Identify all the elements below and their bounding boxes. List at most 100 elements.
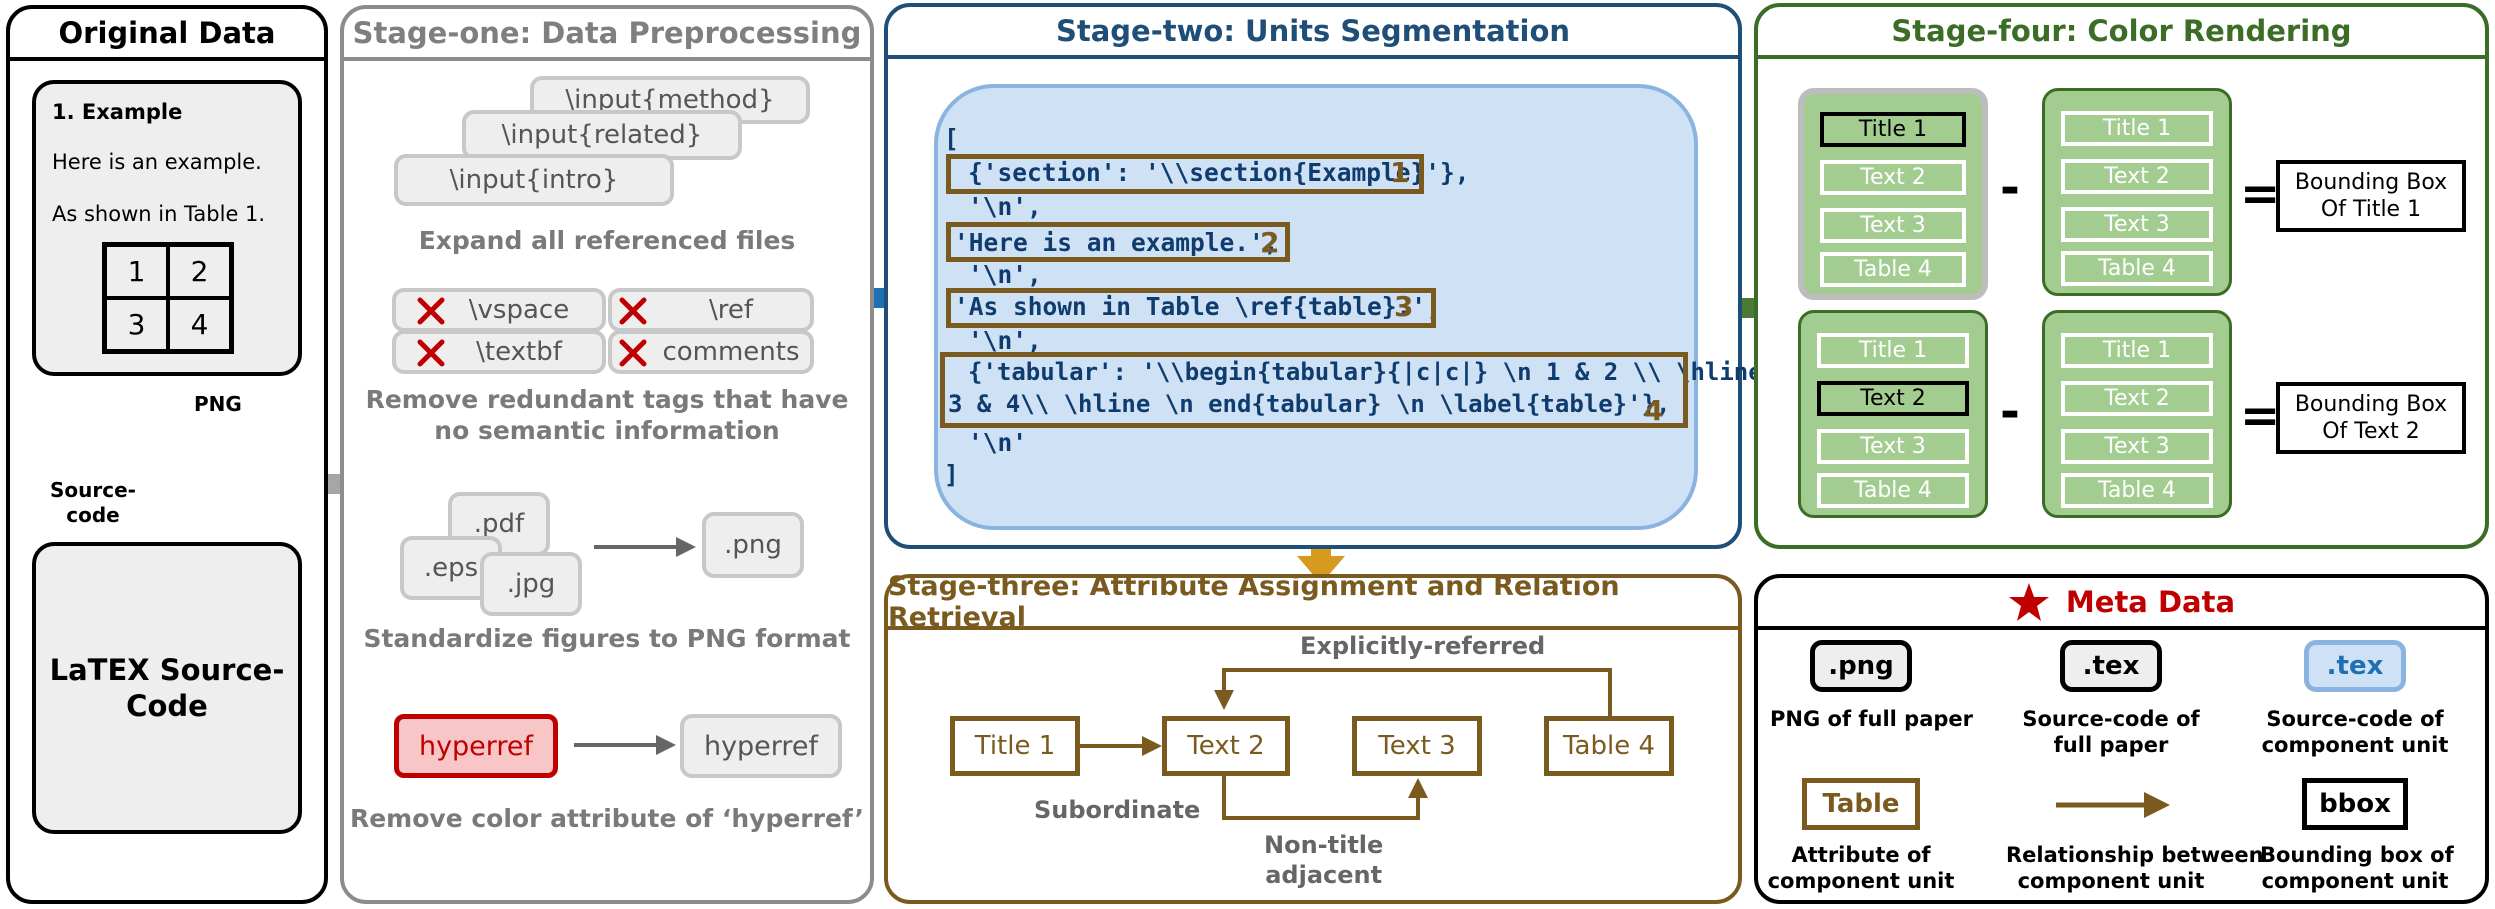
bbox-meta-box: bbox [2302, 778, 2408, 830]
equals-sign: = [2240, 166, 2281, 222]
subordinate-label: Subordinate [1034, 796, 1201, 824]
code-line: {'tabular': '\\begin{tabular}{|c|c|} \n … [968, 358, 1807, 386]
result-1-line-1: Bounding Box [2294, 170, 2448, 195]
stage-four-title: Stage-four: Color Rendering [1758, 7, 2485, 59]
example-document: 1. Example Here is an example. As shown … [32, 80, 302, 376]
table-cell: 2 [168, 245, 231, 298]
unit-bbox-1 [946, 154, 1424, 194]
meta-data-title: Meta Data [2065, 585, 2236, 619]
table-cell: 1 [105, 245, 168, 298]
minus-sign: - [2000, 384, 2020, 440]
adjacent-label-line-2: adjacent [1265, 861, 1383, 889]
hyperref-caption: Remove color attribute of ‘hyperref’ [349, 804, 865, 833]
render-item: Text 3 [1817, 429, 1969, 464]
render-item: Table 4 [1817, 473, 1969, 508]
adjacent-label: Non-title adjacent [1264, 830, 1383, 890]
hyperref-plain-box: hyperref [680, 714, 842, 778]
result-2-line-1: Bounding Box [2294, 392, 2448, 417]
tex-unit-caption-line-1: Source-code of [2266, 707, 2444, 731]
tag-textbf-box: \textbf [392, 330, 606, 374]
node-table-4: Table 4 [1544, 716, 1674, 776]
code-line: 3 & 4\\ \hline \n end{tabular} \n \label… [948, 390, 1671, 418]
bbox-meta-caption: Bounding box of component unit [2260, 842, 2454, 894]
source-label-line-2: code [66, 503, 120, 527]
render-item: Text 3 [1820, 208, 1966, 243]
tag-textbf-label: \textbf [476, 337, 562, 367]
latex-source-box: LaTEX Source- Code [32, 542, 302, 834]
render-item: Title 1 [1817, 333, 1969, 368]
tex-caption-line-2: full paper [2053, 733, 2169, 757]
stage-one-title: Stage-one: Data Preprocessing [344, 9, 870, 61]
render-item: Text 3 [2061, 429, 2213, 464]
example-table: 1 2 3 4 [102, 242, 234, 354]
unit-bbox-2 [946, 222, 1290, 262]
render-item: Table 4 [2061, 473, 2213, 508]
relation-graph-lines [1078, 668, 1612, 820]
tag-comments-label: comments [662, 337, 800, 367]
result-bbox-text-2: Bounding Box Of Text 2 [2276, 382, 2466, 454]
rendered-page-base-1: Title 1 Text 2 Text 3 Table 4 [2042, 88, 2232, 296]
table-attribute-box: Table [1802, 778, 1920, 830]
relationship-caption: Relationship between component unit [2006, 842, 2264, 894]
render-item: Title 1 [2061, 111, 2213, 146]
rendered-page-base-2: Title 1 Text 2 Text 3 Table 4 [2042, 310, 2232, 518]
relationship-arrow-icon [2056, 792, 2170, 818]
minus-sign: - [2000, 160, 2020, 216]
result-1-line-2: Of Title 1 [2320, 197, 2422, 222]
latex-line-1: LaTEX Source- [49, 653, 285, 687]
render-item: Text 2 [1820, 160, 1966, 195]
render-item-selected: Title 1 [1820, 112, 1966, 147]
code-line: '\n', [968, 326, 1042, 355]
equals-sign: = [2240, 388, 2281, 444]
render-item: Title 1 [2061, 333, 2213, 368]
png-meta-caption: PNG of full paper [1770, 707, 1974, 731]
code-line: {'section': '\\section{Example}'}, [968, 158, 1470, 187]
code-line: ] [944, 460, 959, 489]
code-line: '\n' [968, 428, 1028, 457]
rendered-page-title-1: Title 1 Text 2 Text 3 Table 4 [1798, 88, 1988, 300]
tex-meta-box: .tex [2060, 640, 2162, 692]
node-text-2: Text 2 [1162, 716, 1290, 776]
render-item: Text 3 [2061, 207, 2213, 242]
source-code-label: Source- code [50, 478, 136, 528]
example-line-2: As shown in Table 1. [52, 202, 266, 226]
hyperref-arrow [574, 735, 676, 755]
code-line: 'As shown in Table \ref{table}.', [954, 292, 1441, 321]
remove-caption-line-2: no semantic information [434, 416, 780, 445]
remove-x-icon [417, 339, 445, 367]
example-heading: 1. Example [52, 100, 183, 124]
code-line: 'Here is an example.', [954, 228, 1279, 257]
rendered-page-text-2: Title 1 Text 2 Text 3 Table 4 [1798, 310, 1988, 518]
meta-data-panel: Meta Data [1754, 574, 2489, 904]
tag-ref-label: \ref [708, 295, 754, 325]
code-line: '\n', [968, 192, 1042, 221]
tex-unit-meta-box: .tex [2304, 640, 2406, 692]
unit-number: 4 [1644, 394, 1664, 427]
star-icon [2008, 583, 2049, 621]
png-target-box: .png [702, 512, 804, 578]
original-data-title: Original Data [10, 9, 324, 61]
source-label-line-1: Source- [50, 478, 136, 502]
code-line: '\n', [968, 260, 1042, 289]
tag-comments-box: comments [608, 330, 814, 374]
bbox-caption-line-2: component unit [2261, 869, 2449, 893]
result-bbox-title-1: Bounding Box Of Title 1 [2276, 160, 2466, 232]
code-line: [ [944, 124, 959, 153]
render-item: Text 2 [2061, 381, 2213, 416]
render-item: Text 2 [2061, 159, 2213, 194]
unit-bbox-3 [946, 288, 1436, 328]
table-cell: 4 [168, 298, 231, 351]
expand-caption: Expand all referenced files [418, 226, 796, 255]
example-line-1: Here is an example. [52, 150, 262, 174]
node-title-1: Title 1 [950, 716, 1080, 776]
input-related-box: \input{related} [462, 110, 742, 160]
remove-caption: Remove redundant tags that have no seman… [340, 384, 874, 446]
table-attribute-caption: Attribute of component unit [1766, 842, 1956, 894]
input-intro-box: \input{intro} [394, 154, 674, 206]
unit-bbox-4 [940, 352, 1688, 428]
tag-vspace-label: \vspace [468, 295, 570, 325]
standardize-caption: Standardize figures to PNG format [363, 624, 851, 653]
png-label: PNG [194, 392, 242, 416]
unit-number: 1 [1390, 156, 1410, 189]
explicit-label: Explicitly-referred [1300, 632, 1546, 660]
